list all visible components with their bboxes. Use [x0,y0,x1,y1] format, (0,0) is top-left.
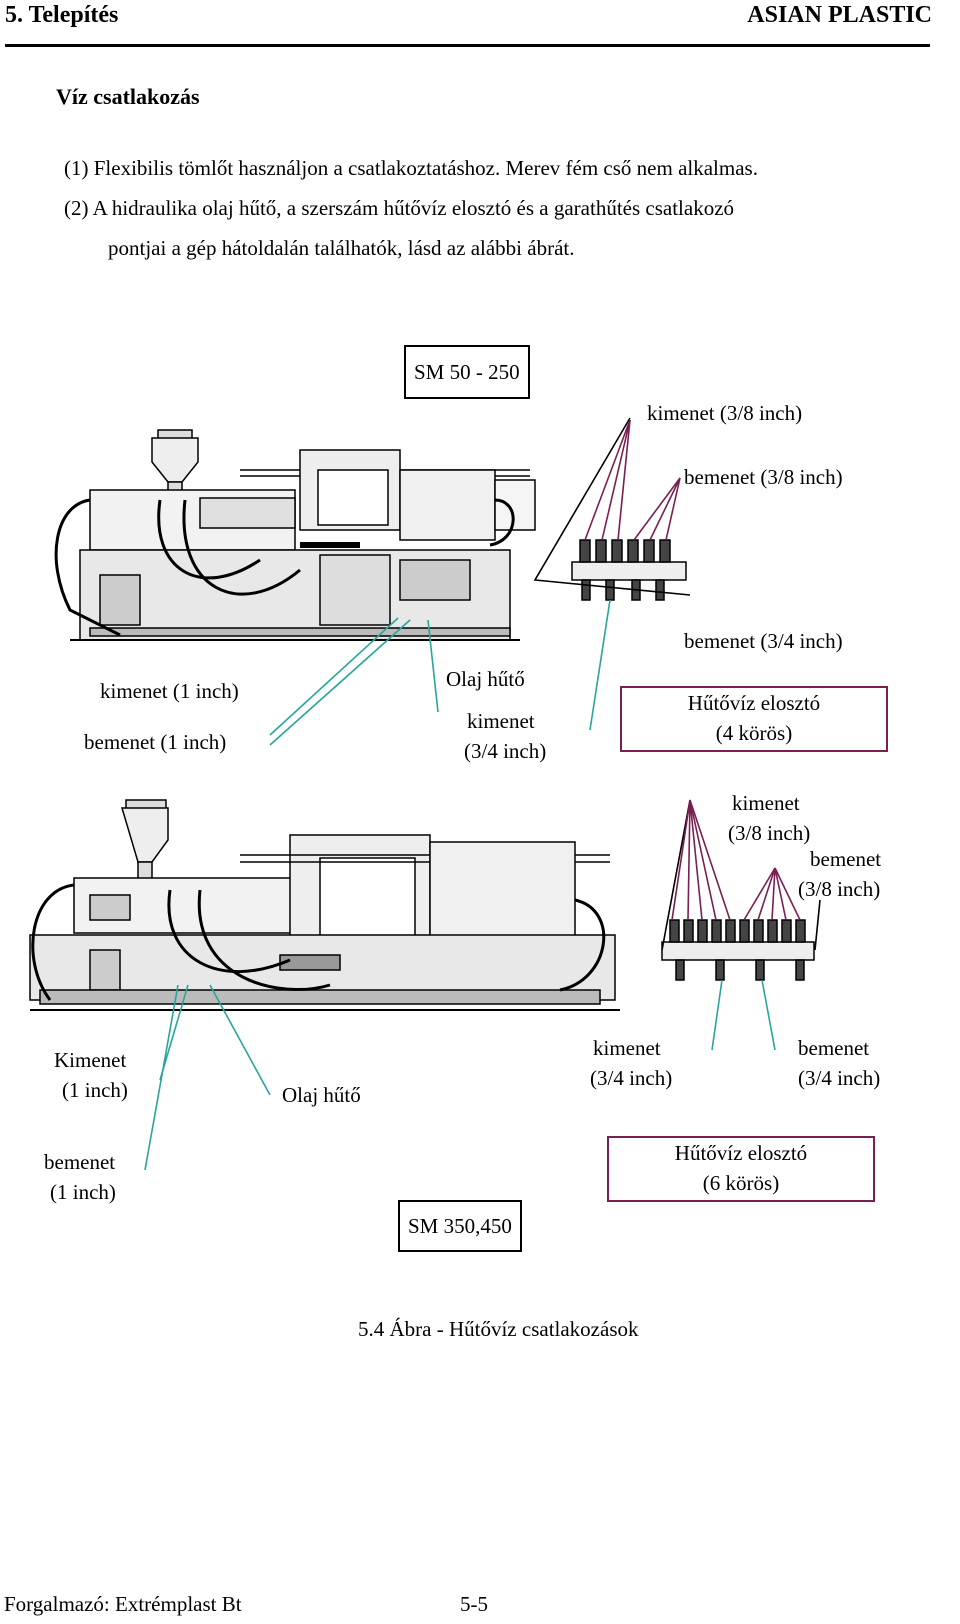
page-number: 5-5 [460,1592,488,1616]
model-label-top: SM 50 - 250 [404,345,530,399]
leader-lines-top [269,417,691,746]
label-inlet-34-top: bemenet (3/4 inch) [684,629,843,653]
figure-caption: 5.4 Ábra - Hűtővíz csatlakozások [358,1317,639,1341]
label-inlet-1-bottom: bemenet [44,1150,116,1174]
label-inlet-38-bottom: bemenet [810,847,882,871]
label-outlet-34-bottom: kimenet [593,1036,661,1060]
label-outlet-34-top: kimenet [467,709,535,733]
label-outlet-1-size-bottom: (1 inch) [62,1078,128,1102]
section-title: Víz csatlakozás [56,84,200,109]
valve-group [669,919,806,981]
label-outlet-34-size-bottom: (3/4 inch) [590,1066,673,1090]
leader-lines-bottom [144,799,821,1171]
label-outlet-1-top: kimenet (1 inch) [100,679,239,703]
label-oil-cooler-top: Olaj hűtő [446,667,525,691]
label-outlet-38-size-bottom: (3/8 inch) [728,821,811,845]
header-rule [5,44,930,47]
label-inlet-34-bottom: bemenet [798,1036,870,1060]
manifold-label-top: Hűtővíz elosztó (4 körös) [620,686,888,752]
label-inlet-1-size-bottom: (1 inch) [50,1180,116,1204]
label-inlet-38-top: bemenet (3/8 inch) [684,465,843,489]
label-outlet-38-top: kimenet (3/8 inch) [647,401,803,425]
paragraph-2: (2) A hidraulika olaj hűtő, a szerszám h… [64,196,735,220]
manifold-title-top: Hűtővíz elosztó [687,691,821,715]
paragraph-2-cont: pontjai a gép hátoldalán találhatók, lás… [108,236,575,260]
manifold-4-circuit-illustration [571,539,687,601]
manifold-circuits-top: (4 körös) [715,721,793,745]
machine-sm50-250-illustration [54,429,536,641]
brand-name: ASIAN PLASTIC [747,2,932,28]
footer-distributor: Forgalmazó: Extrémplast Bt [4,1592,242,1616]
label-outlet-1-bottom: Kimenet [54,1048,127,1072]
machine-sm350-450-illustration [29,799,620,1011]
label-outlet-34-size-top: (3/4 inch) [464,739,547,763]
manifold-label-bottom: Hűtővíz elosztó (6 körös) [607,1136,875,1202]
label-inlet-34-size-bottom: (3/4 inch) [798,1066,881,1090]
label-inlet-38-size-bottom: (3/8 inch) [798,877,881,901]
manifold-6-circuit-illustration [661,919,815,981]
label-inlet-1-top: bemenet (1 inch) [84,730,227,754]
chapter-title: 5. Telepítés [5,2,119,28]
paragraph-1: (1) Flexibilis tömlőt használjon a csatl… [64,156,758,180]
manifold-title-bottom: Hűtővíz elosztó [674,1141,808,1165]
model-label-bottom: SM 350,450 [398,1200,522,1252]
label-oil-cooler-bottom: Olaj hűtő [282,1083,361,1107]
label-outlet-38-bottom: kimenet [732,791,800,815]
manifold-circuits-bottom: (6 körös) [702,1171,780,1195]
